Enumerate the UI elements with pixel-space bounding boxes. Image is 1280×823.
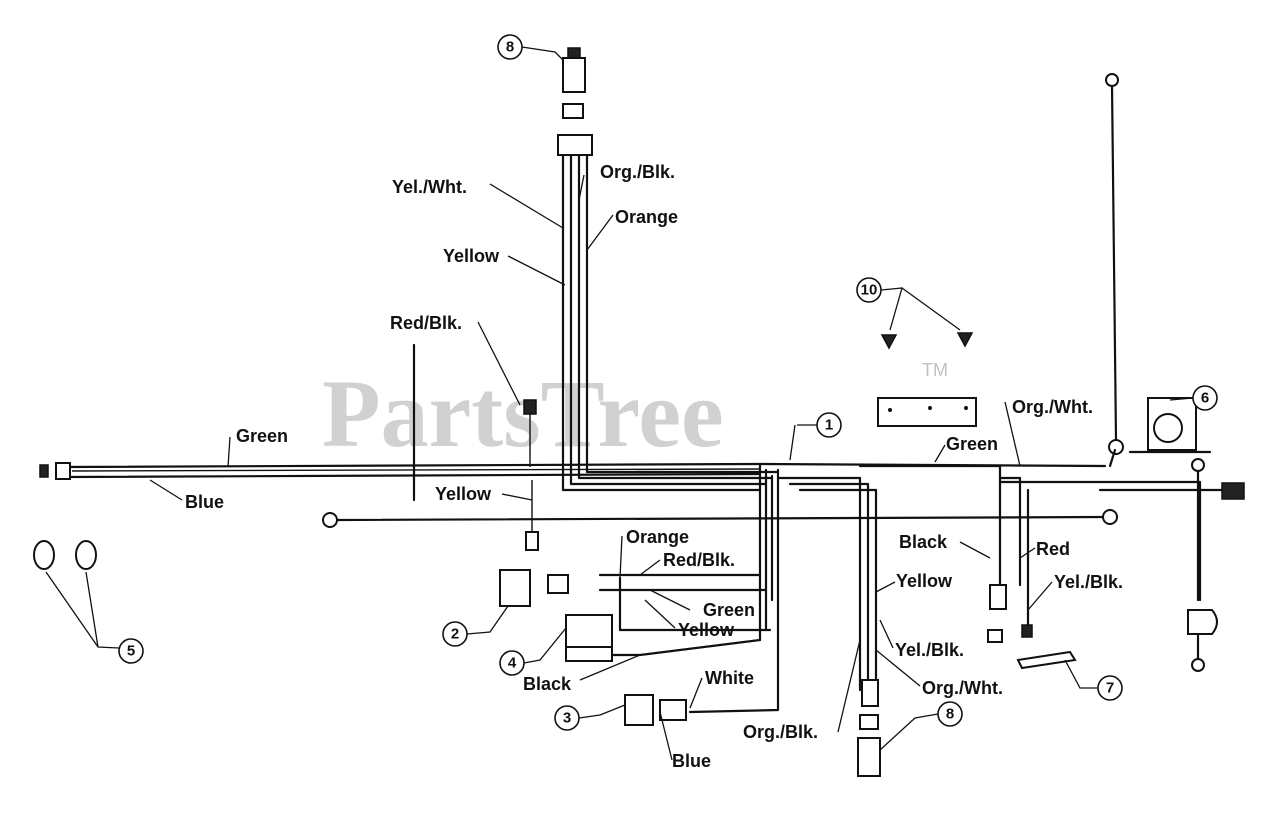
svg-text:7: 7 — [1106, 680, 1114, 697]
label-green-left: Green — [236, 426, 288, 446]
callouts: 8 10 6 1 2 4 5 3 8 7 — [45, 34, 1218, 751]
label-yellow-mid: Yellow — [435, 484, 492, 504]
svg-text:10: 10 — [861, 282, 878, 299]
label-red-blk-mid: Red/Blk. — [663, 550, 735, 570]
watermark-trademark: TM — [922, 360, 948, 380]
mounting-bracket — [877, 397, 977, 427]
label-white: White — [705, 668, 754, 688]
callout-8-bottom: 8 — [879, 701, 963, 751]
label-blue-left: Blue — [185, 492, 224, 512]
connector-8-bottom — [857, 737, 881, 777]
label-red-right: Red — [1036, 539, 1070, 559]
label-blue-bottom: Blue — [672, 751, 711, 771]
svg-text:5: 5 — [127, 643, 135, 660]
watermark: PartsTree — [322, 360, 724, 467]
wire-labels: Yel./Wht. Org./Blk. Orange Yellow Red/Bl… — [185, 162, 1123, 771]
label-yel-wht: Yel./Wht. — [392, 177, 467, 197]
svg-text:3: 3 — [563, 710, 571, 727]
leaders — [149, 174, 1053, 761]
callout-4: 4 — [499, 627, 567, 676]
parts — [33, 47, 1212, 777]
label-black-left: Black — [523, 674, 572, 694]
svg-text:8: 8 — [946, 706, 954, 723]
fastener-10b — [956, 332, 974, 348]
label-orange-top: Orange — [615, 207, 678, 227]
label-green-mid: Green — [703, 600, 755, 620]
label-yel-blk-right: Yel./Blk. — [1054, 572, 1123, 592]
main-harness — [39, 73, 1245, 714]
label-org-blk-top: Org./Blk. — [600, 162, 675, 182]
label-red-blk-left: Red/Blk. — [390, 313, 462, 333]
switch-2 — [499, 569, 531, 607]
callout-3: 3 — [554, 704, 626, 731]
callout-1: 1 — [797, 412, 842, 438]
svg-text:8: 8 — [506, 39, 514, 56]
callout-8-top: 8 — [497, 34, 564, 61]
svg-text:4: 4 — [508, 655, 517, 672]
label-orange-mid: Orange — [626, 527, 689, 547]
fastener-10a — [880, 334, 898, 350]
pedal-7 — [1016, 650, 1077, 670]
svg-text:2: 2 — [451, 626, 459, 643]
label-green-right: Green — [946, 434, 998, 454]
bulb-5a — [33, 540, 55, 570]
callout-2: 2 — [442, 605, 509, 647]
label-yellow-right: Yellow — [896, 571, 953, 591]
bulb-5b — [75, 540, 97, 570]
label-org-wht-bottom: Org./Wht. — [922, 678, 1003, 698]
label-yellow-low: Yellow — [678, 620, 735, 640]
svg-text:1: 1 — [825, 417, 833, 434]
label-org-wht-right-top: Org./Wht. — [1012, 397, 1093, 417]
callout-6-right: 6 — [1169, 385, 1218, 411]
switch-3 — [624, 694, 654, 726]
label-black-right: Black — [899, 532, 948, 552]
connector-8-top — [562, 57, 586, 93]
module-4 — [565, 614, 613, 648]
callout-10: 10 — [856, 277, 961, 331]
label-yel-blk-center: Yel./Blk. — [895, 640, 964, 660]
svg-text:6: 6 — [1201, 390, 1209, 407]
label-org-blk-bottom: Org./Blk. — [743, 722, 818, 742]
callout-5: 5 — [45, 571, 144, 664]
label-yellow-top: Yellow — [443, 246, 500, 266]
callout-7: 7 — [1064, 659, 1123, 701]
